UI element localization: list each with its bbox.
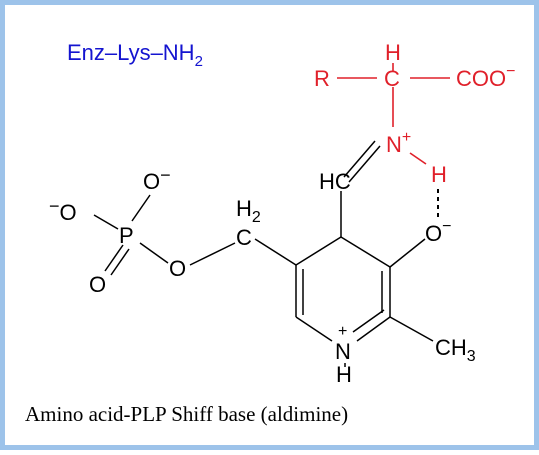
carboxylate-label: COO− — [456, 63, 515, 91]
bond-c5-ch2 — [254, 238, 297, 266]
ring-c2-n — [356, 316, 391, 342]
enzyme-lysine-label: Enz–Lys–NH2 — [67, 40, 203, 70]
plp-bonds — [93, 140, 434, 367]
bond-p-oleft — [93, 214, 119, 230]
hc-label: HC — [319, 169, 351, 194]
ch2-h-label: H2 — [236, 196, 261, 226]
ch2-c-label: C — [236, 225, 252, 250]
phosphate-o-top-label: O− — [143, 165, 171, 194]
methyl-label: CH3 — [435, 335, 476, 365]
bond-ch2-o — [189, 242, 236, 266]
phosphate-o-double-label: O — [89, 272, 106, 297]
amino-acid-bonds — [337, 63, 450, 165]
ring-nitrogen-label: N — [335, 339, 351, 364]
bond-p-odouble-1 — [104, 244, 124, 272]
phenolate-o-label: O− — [425, 218, 451, 246]
ring-c4-c3 — [340, 236, 391, 268]
diagram-caption: Amino acid-PLP Shiff base (aldimine) — [25, 402, 349, 426]
bond-p-odouble-2 — [110, 248, 130, 276]
bond-c2-methyl — [389, 316, 434, 342]
imine-nitrogen-label: N+ — [386, 129, 411, 157]
ring-c6-n — [295, 316, 333, 342]
alpha-carbon-label: C — [384, 66, 400, 91]
phosphorus-label: P — [119, 223, 134, 248]
bond-p-otop — [131, 194, 151, 222]
bond-hc-n-1 — [348, 145, 381, 183]
bond-n-h — [409, 152, 427, 165]
bond-o-p — [139, 242, 169, 264]
hbond-h-label: H — [431, 162, 447, 187]
alpha-h-label: H — [385, 40, 401, 65]
r-group-label: R — [314, 66, 330, 91]
ring-c2-n-inner — [352, 309, 385, 333]
structure-diagram: Enz–Lys–NH2 R H C COO− N+ H — [49, 40, 515, 387]
bond-hc-n-2 — [343, 140, 376, 178]
ester-o-label: O — [169, 256, 186, 281]
ring-c4-c5 — [295, 236, 342, 266]
ring-n-charge: + — [338, 323, 347, 340]
phosphate-o-left-label: −O — [49, 196, 77, 225]
bond-c3-o — [389, 238, 426, 268]
ring-n-h-label: H — [336, 362, 352, 387]
